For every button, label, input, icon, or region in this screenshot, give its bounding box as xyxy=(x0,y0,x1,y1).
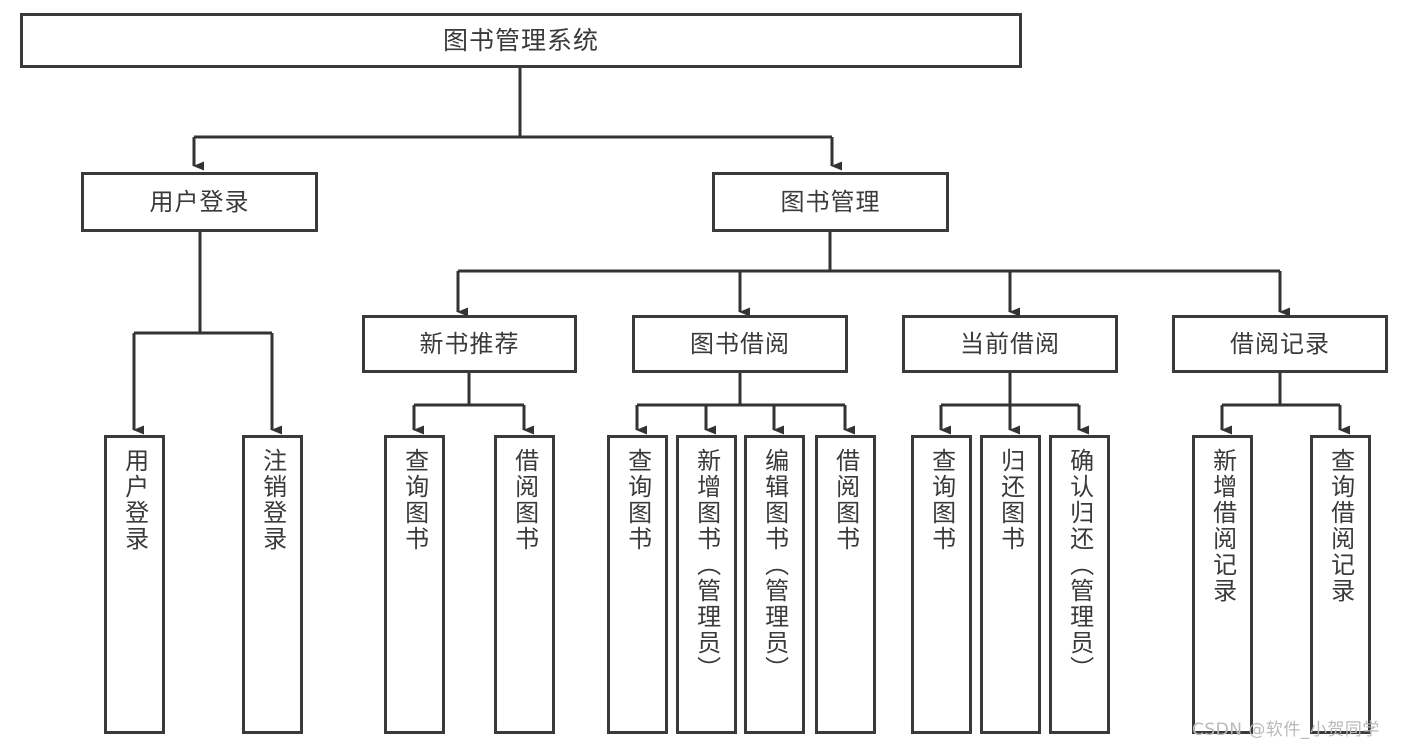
node-label: 图书管理系统 xyxy=(442,25,599,55)
node-label: 查询借阅记录 xyxy=(1326,448,1355,604)
node-label: 新增借阅记录 xyxy=(1208,448,1237,604)
leaf-logout[interactable]: 注销登录 xyxy=(242,435,303,734)
node-label: 编辑图书（管理员） xyxy=(760,448,789,682)
leaf-borrow-query-book[interactable]: 查询图书 xyxy=(607,435,668,734)
node-label: 注销登录 xyxy=(258,448,287,552)
leaf-borrow-add-book-admin[interactable]: 新增图书（管理员） xyxy=(676,435,737,734)
node-label: 图书借阅 xyxy=(690,329,790,358)
leaf-record-add-borrow-record[interactable]: 新增借阅记录 xyxy=(1192,435,1253,734)
node-label: 查询图书 xyxy=(400,448,429,552)
node-label: 确认归还（管理员） xyxy=(1065,448,1094,682)
node-label: 借阅图书 xyxy=(831,448,860,552)
node-label: 图书管理 xyxy=(780,187,881,216)
node-label: 新增图书（管理员） xyxy=(692,448,721,682)
node-label: 查询图书 xyxy=(623,448,652,552)
node-book-borrow[interactable]: 图书借阅 xyxy=(632,315,848,373)
leaf-record-query-borrow-record[interactable]: 查询借阅记录 xyxy=(1310,435,1371,734)
leaf-new-book-borrow[interactable]: 借阅图书 xyxy=(494,435,555,734)
node-label: 归还图书 xyxy=(996,448,1025,552)
leaf-borrow-borrow-book[interactable]: 借阅图书 xyxy=(815,435,876,734)
node-borrow-record[interactable]: 借阅记录 xyxy=(1172,315,1388,373)
node-label: 借阅记录 xyxy=(1230,329,1330,358)
node-label: 新书推荐 xyxy=(419,329,520,358)
node-label: 当前借阅 xyxy=(960,329,1060,358)
node-label: 用户登录 xyxy=(120,448,149,552)
leaf-new-book-query[interactable]: 查询图书 xyxy=(384,435,445,734)
node-label: 用户登录 xyxy=(149,187,250,216)
node-current-borrow[interactable]: 当前借阅 xyxy=(902,315,1118,373)
leaf-current-query-book[interactable]: 查询图书 xyxy=(911,435,972,734)
node-label: 借阅图书 xyxy=(510,448,539,552)
leaf-borrow-edit-book-admin[interactable]: 编辑图书（管理员） xyxy=(744,435,805,734)
node-new-book-recommend[interactable]: 新书推荐 xyxy=(362,315,577,373)
node-book-management[interactable]: 图书管理 xyxy=(712,172,949,232)
csdn-watermark: CSDN @软件_小贺同学 xyxy=(1192,720,1380,740)
node-root-book-management-system[interactable]: 图书管理系统 xyxy=(20,13,1022,68)
node-user-login[interactable]: 用户登录 xyxy=(81,172,318,232)
leaf-user-login[interactable]: 用户登录 xyxy=(104,435,165,734)
leaf-current-confirm-return-admin[interactable]: 确认归还（管理员） xyxy=(1049,435,1110,734)
node-label: 查询图书 xyxy=(927,448,956,552)
leaf-current-return-book[interactable]: 归还图书 xyxy=(980,435,1041,734)
